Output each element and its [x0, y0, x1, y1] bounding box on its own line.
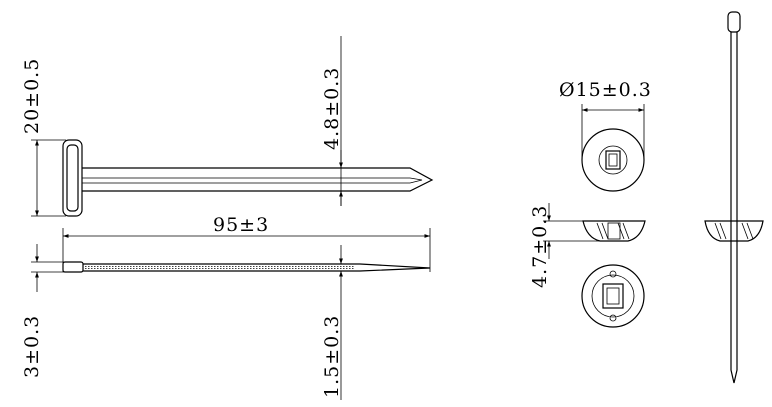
lock-bottom-hole	[602, 283, 624, 309]
lock-bottom-dot-top	[609, 270, 617, 278]
dim-lock-height: 4.7±0.3	[529, 203, 600, 288]
lock-outer-circle	[581, 128, 645, 192]
assembled-pin	[730, 32, 738, 384]
total-length-label: 95±3	[213, 214, 269, 236]
lock-bottom-view	[581, 264, 645, 328]
side-strap	[83, 263, 431, 272]
dim-total-length: 95±3	[62, 214, 431, 272]
assembled-lock-hatch	[714, 222, 754, 240]
dim-head-thickness: 4.8±0.3	[321, 36, 343, 206]
lock-section-view	[582, 220, 646, 242]
head-inner	[66, 144, 79, 212]
strap-width-label: 1.5±0.3	[321, 315, 343, 398]
dim-head-width: 3±0.3	[21, 244, 66, 378]
lock-bottom-ring	[591, 274, 635, 318]
lock-diameter-label: Ø15±0.3	[559, 79, 652, 101]
side-view-seal	[62, 261, 431, 273]
lock-hole-inner	[608, 153, 618, 167]
top-view-seal	[62, 139, 434, 217]
lock-bottom-outer	[581, 264, 645, 328]
lock-bottom-hole-inner	[606, 287, 620, 305]
pin-outline	[82, 167, 434, 192]
assembled-head	[727, 11, 741, 33]
dim-head-height: 20±0.5	[21, 58, 66, 217]
head-width-label: 3±0.3	[21, 315, 43, 378]
assembled-lock	[704, 220, 764, 242]
head-thickness-label: 4.8±0.3	[321, 67, 343, 150]
dim-lock-diameter: Ø15±0.3	[559, 79, 652, 160]
lock-section-hatch	[596, 222, 630, 240]
lock-top-view	[581, 128, 645, 192]
lock-section-outline	[582, 220, 646, 242]
pin-inner	[82, 177, 423, 184]
side-head	[62, 261, 84, 273]
lock-height-label: 4.7±0.3	[529, 205, 551, 288]
assembled-seal-view	[704, 11, 764, 384]
lock-section-core	[607, 222, 621, 240]
lock-inner-circle	[598, 145, 628, 175]
lock-bottom-dot-bottom	[609, 314, 617, 322]
dim-strap-width: 1.5±0.3	[321, 245, 343, 400]
head-height-label: 20±0.5	[21, 58, 43, 134]
strap-serration	[85, 266, 355, 269]
lock-hole	[605, 150, 621, 170]
head-outer	[62, 139, 83, 217]
